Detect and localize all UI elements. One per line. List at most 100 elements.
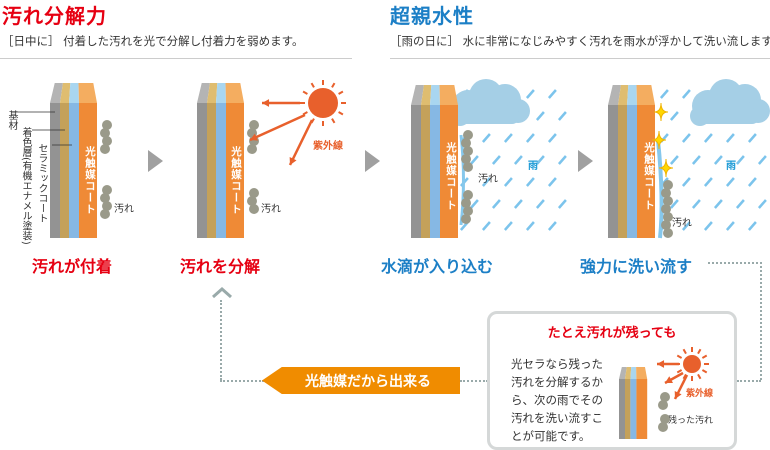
dirt-blob [102,185,112,195]
sun-ray [676,354,683,359]
dirt-blob [658,400,668,410]
uv-arrow-head [657,360,665,368]
dirt-blob [102,120,112,130]
sun-ray [338,90,344,95]
wall-layer-top [625,367,632,379]
wall-layer-top [630,367,637,379]
uv-arrow-head [674,391,682,399]
note-line: とが可能です。 [511,429,591,443]
rain-drop [525,221,535,231]
left-section-subtitle: ［日中に］ 付着した汚れを光で分解し付着力を弱めます。 [2,34,304,48]
uv-arrow-head [665,376,673,383]
wall-layer [440,105,458,238]
uv-arrow-head [250,133,258,141]
sun-ray [682,348,687,355]
wall-layer [619,379,625,439]
rain-drop [691,155,701,165]
rain-drop [703,133,713,143]
wall-layer [636,379,648,439]
wall-layer-top [207,83,218,103]
uv-arrow [288,119,314,166]
uv-arrow-head [262,99,270,107]
rain-drop [547,133,557,143]
note-line: ら、次の雨でその [511,393,603,407]
sun-icon [683,355,701,373]
wall-layer-top [627,85,637,105]
next-arrow-icon [365,150,380,172]
connector-line [737,380,761,382]
dirt-blob [661,204,671,214]
wall-layer [216,103,226,238]
rain-drop [503,177,513,187]
cloud-icon [698,108,760,124]
note-box-illustration [619,347,709,439]
sun-ray [331,82,336,88]
wall-layer [411,105,421,238]
dirt-blob [100,128,110,138]
rain-drop [525,177,535,187]
connector-line [220,380,264,382]
wall-layer [60,103,69,238]
rain-drop [747,133,757,143]
dirt-blob [102,201,112,211]
dirt-label: 汚れ [478,174,498,185]
rain-drop [747,177,757,187]
note-box-body: 光セラなら残った 汚れを分解するか ら、次の雨でその 汚れを洗い流すこ とが可能… [511,355,603,445]
rain-drop [547,221,557,231]
photocatalyst-coat-label: 光触媒コート [230,146,242,215]
rain-drop [735,155,745,165]
rain-drop [513,155,523,165]
wall-layer [618,105,627,238]
rain-drop [481,177,491,187]
rain-drop [725,221,735,231]
sun-ray [697,348,702,355]
wall-layer [630,379,637,439]
rain-drop [525,89,535,99]
rain-drop [535,155,545,165]
sparkle-icon [651,130,667,150]
dirt-blob [663,228,673,238]
step-3-label: 水滴が入り込む [381,257,494,276]
rain-drop [747,221,757,231]
dirt-blob [249,188,259,198]
sun-icon [308,88,338,118]
dirt-blob [661,220,671,230]
rain-drop [703,221,713,231]
dirt-label: 汚れ [672,218,692,229]
next-arrow-icon [148,150,163,172]
rain-drop [503,133,513,143]
rain-drop [659,89,669,99]
wall-layer-top [619,367,627,379]
rain-drop [681,133,691,143]
rain-drop [669,155,679,165]
wall-layer [627,105,637,238]
rain-drop [725,177,735,187]
step-1-label: 汚れが付着 [32,257,113,276]
dirt-blob [100,144,110,154]
connector-line [220,300,222,380]
wall-layer-top [636,85,655,105]
wall-layer-top [636,367,648,379]
rain-drop [669,111,679,121]
sun-ray [701,354,708,359]
wall-layer [421,105,430,238]
rain-drop [491,199,501,209]
wall-layer [50,103,60,238]
rain-drop [547,177,557,187]
dirt-label: 汚れ [114,204,134,215]
dirt-blob [663,212,673,222]
wall-layer-top [69,83,79,103]
dirt-blob [249,204,259,214]
next-arrow-icon [578,150,593,172]
photocatalyst-cta-banner: 光触媒だから出来る [262,367,460,394]
dirt-blob [660,392,670,402]
rain-drop [557,111,567,121]
rain-drop [547,89,557,99]
step-4-label: 強力に洗い流す [580,257,693,276]
dirt-blob [463,206,473,216]
dirt-blob [102,136,112,146]
uv-label: 紫外線 [686,389,714,399]
wall-layer [207,103,216,238]
rain-drop [557,155,567,165]
